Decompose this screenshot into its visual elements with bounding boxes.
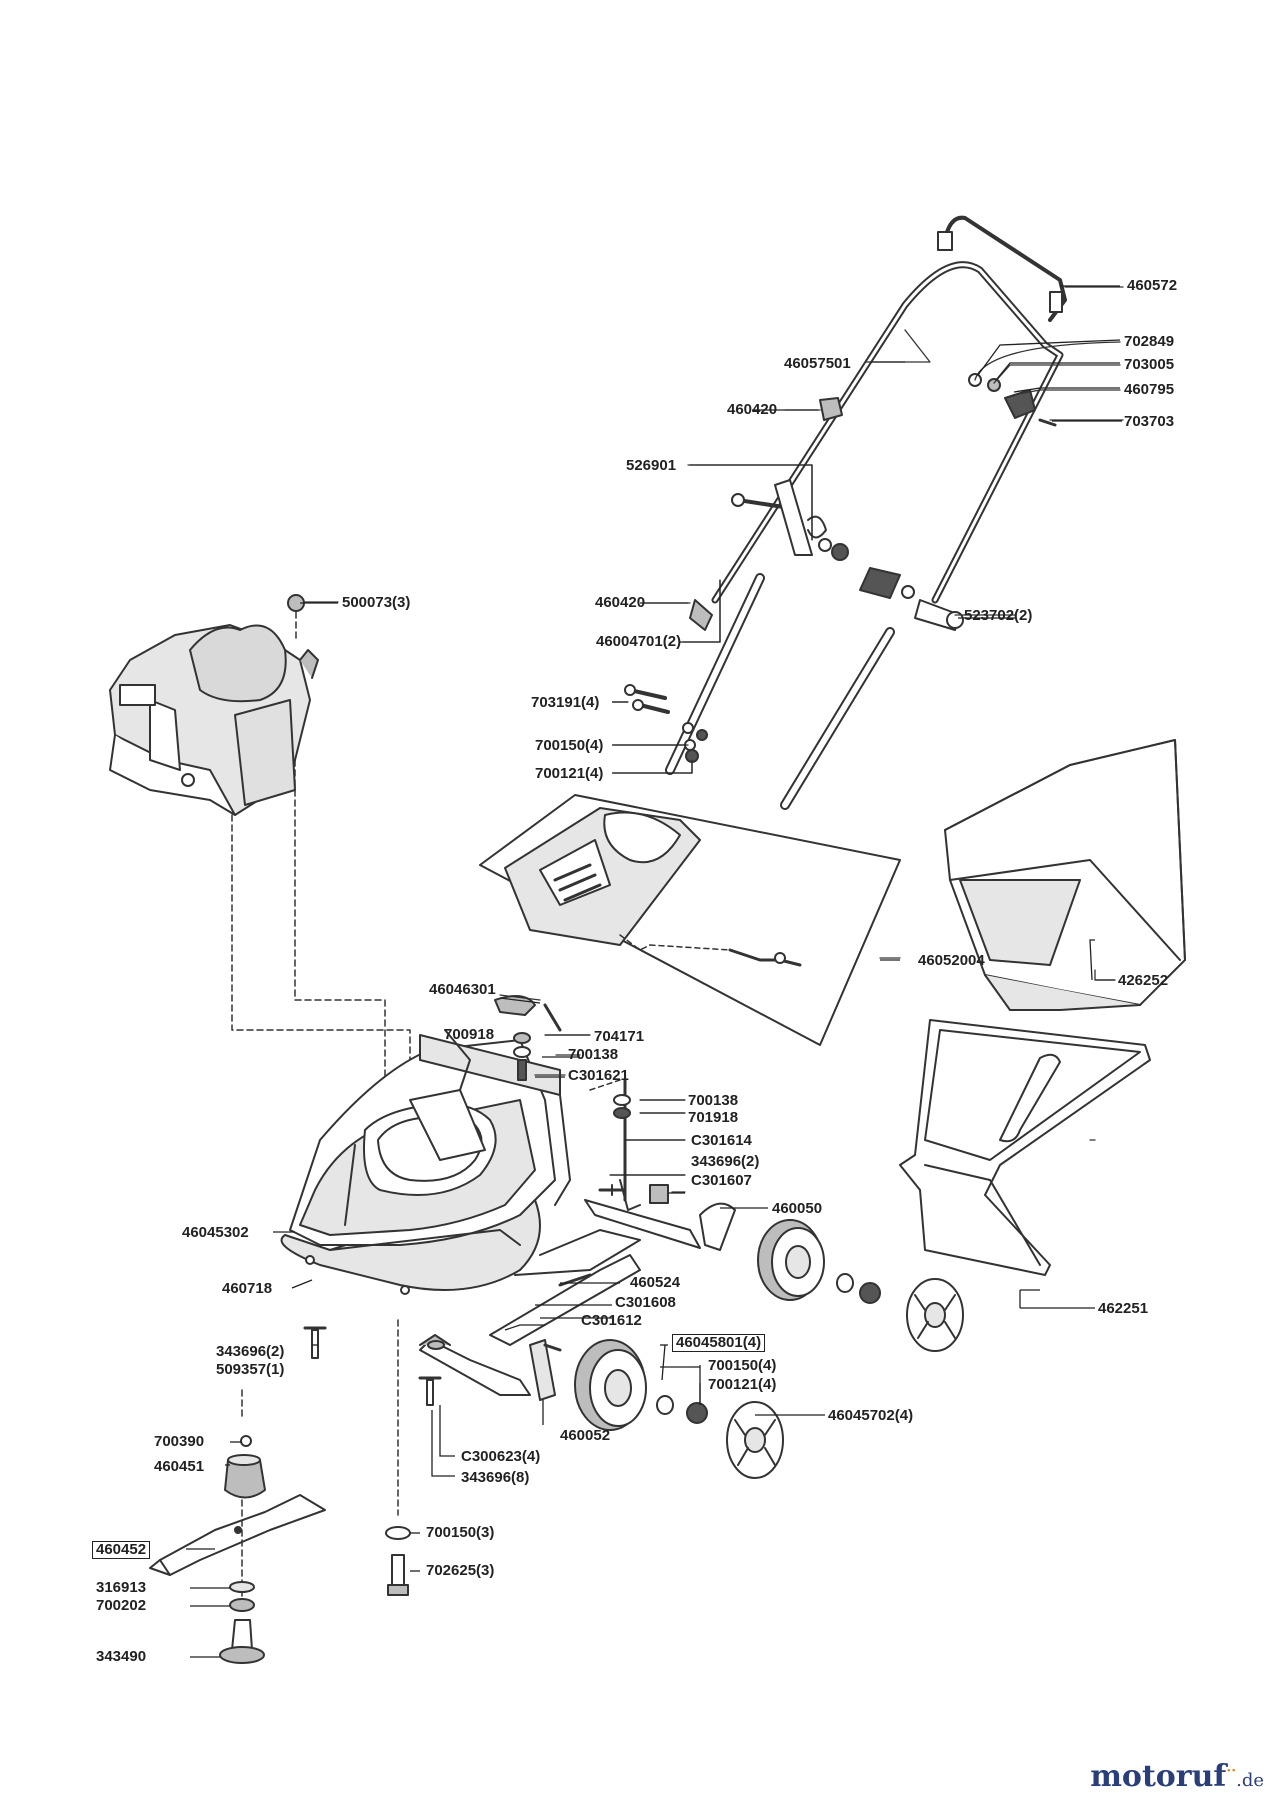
- front-wheel: [574, 1339, 784, 1479]
- label-703703: 703703: [1124, 413, 1175, 430]
- rear-axle-assembly: [489, 1078, 736, 1346]
- label-343696-bolts: 343696(8): [461, 1469, 530, 1486]
- mower-deck: [280, 1029, 571, 1295]
- label-523702: 523702(2): [964, 607, 1033, 624]
- label-426252: 426252: [1118, 972, 1169, 989]
- label-460451: 460451: [154, 1458, 205, 1475]
- blade-assembly: [149, 1389, 326, 1664]
- label-526901: 526901: [626, 457, 677, 474]
- motoruf-logo: motoruf··.de: [1090, 1759, 1264, 1794]
- label-46004701: 46004701(2): [596, 633, 682, 650]
- label-C301614: C301614: [691, 1132, 752, 1149]
- label-700202: 700202: [96, 1597, 147, 1614]
- label-460452: 460452: [92, 1541, 151, 1559]
- label-462251: 462251: [1098, 1300, 1149, 1317]
- grass-bag: [944, 739, 1186, 1011]
- label-343696-deck: 343696(2): [216, 1343, 285, 1360]
- label-700138-top: 700138: [568, 1046, 619, 1063]
- label-460052: 460052: [560, 1427, 611, 1444]
- label-46045702: 46045702(4): [828, 1407, 914, 1424]
- label-700918: 700918: [444, 1026, 495, 1043]
- label-46045801: 46045801(4): [672, 1334, 766, 1352]
- label-C301607: C301607: [691, 1172, 752, 1189]
- label-343490: 343490: [96, 1648, 147, 1665]
- deck-bolts: [303, 1319, 445, 1596]
- label-46052004: 46052004: [918, 952, 985, 969]
- label-702849: 702849: [1124, 333, 1175, 350]
- label-460524: 460524: [630, 1274, 681, 1291]
- label-703191: 703191(4): [531, 694, 600, 711]
- label-460795: 460795: [1124, 381, 1175, 398]
- label-700150-handle: 700150(4): [535, 737, 604, 754]
- label-46046301: 46046301: [429, 981, 496, 998]
- engine: [109, 594, 319, 816]
- label-509357: 509357(1): [216, 1361, 285, 1378]
- label-C301612: C301612: [581, 1312, 642, 1329]
- label-700390: 700390: [154, 1433, 205, 1450]
- label-460572: 460572: [1127, 277, 1178, 294]
- label-700138-lower: 700138: [688, 1092, 739, 1109]
- upper-handle: [711, 215, 1067, 604]
- label-C301621: C301621: [568, 1067, 629, 1084]
- grass-box-frame: [899, 1019, 1151, 1276]
- label-500073: 500073(3): [342, 594, 411, 611]
- label-703005: 703005: [1124, 356, 1175, 373]
- label-46057501: 46057501: [784, 355, 851, 372]
- logo-dots: ··: [1226, 1763, 1237, 1779]
- label-316913: 316913: [96, 1579, 147, 1596]
- label-460420-top: 460420: [727, 401, 778, 418]
- handle-hardware: [731, 373, 1057, 631]
- label-460050: 460050: [772, 1200, 823, 1217]
- logo-tld: .de: [1236, 1770, 1264, 1791]
- label-700121-handle: 700121(4): [535, 765, 604, 782]
- label-343696-lever: 343696(2): [691, 1153, 760, 1170]
- label-460718: 460718: [222, 1280, 273, 1297]
- label-46045302: 46045302: [182, 1224, 249, 1241]
- label-700150-wheel: 700150(4): [708, 1357, 777, 1374]
- label-C300623: C300623(4): [461, 1448, 541, 1465]
- label-C301608: C301608: [615, 1294, 676, 1311]
- rear-wheel: [757, 1219, 964, 1352]
- label-704171: 704171: [594, 1028, 645, 1045]
- lower-handle-tubes: [624, 573, 895, 810]
- top-cover-assembly: [479, 794, 901, 1046]
- logo-name: motoruf: [1090, 1759, 1227, 1794]
- label-702625: 702625(3): [426, 1562, 495, 1579]
- label-701918: 701918: [688, 1109, 739, 1126]
- label-460420-mid: 460420: [595, 594, 646, 611]
- label-700121-wheel: 700121(4): [708, 1376, 777, 1393]
- label-700150-blade: 700150(3): [426, 1524, 495, 1541]
